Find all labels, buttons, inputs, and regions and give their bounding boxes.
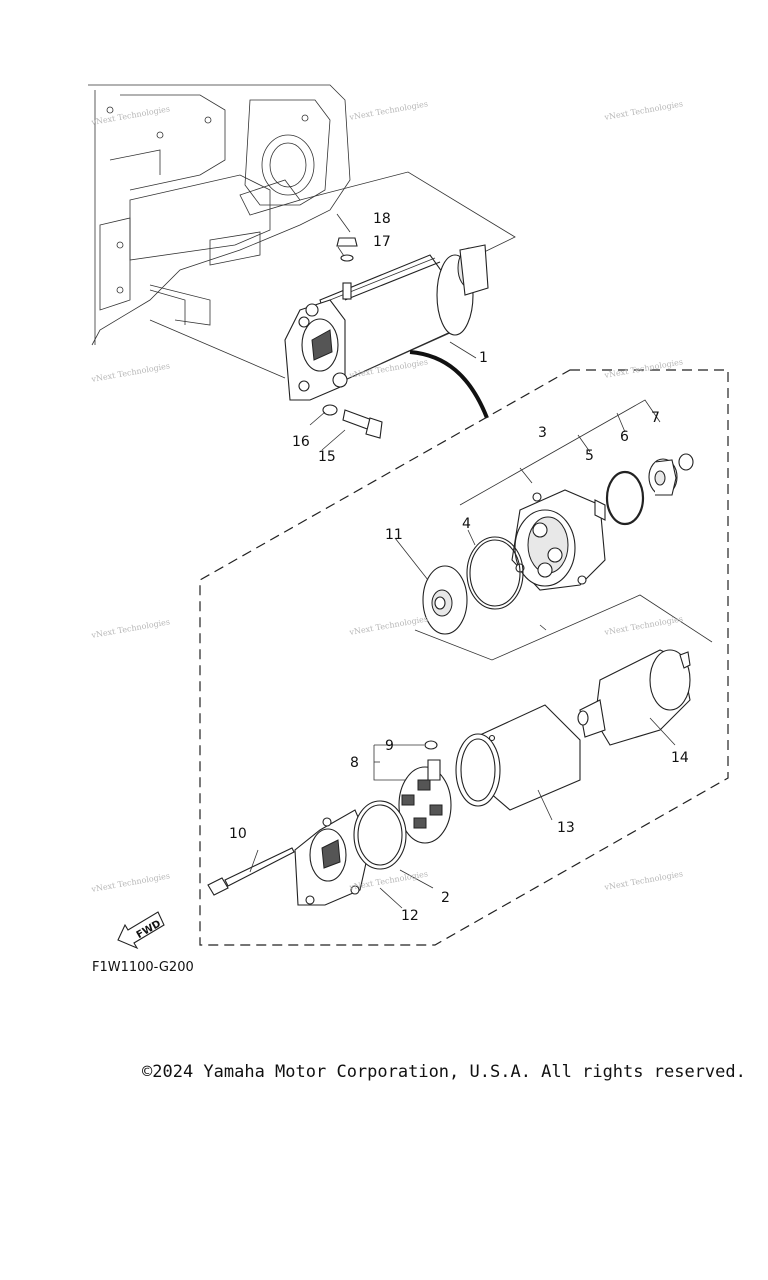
- engine-block-illustration: [88, 84, 351, 346]
- yoke: [455, 704, 581, 811]
- watermark-10: vNext Technologies: [90, 871, 171, 894]
- callout-18: 18: [373, 211, 391, 227]
- fwd-arrow: FWD: [117, 911, 165, 950]
- parts-diagram: FWD 1 2 3 4 5 6 7 8 9 10 11 12 13 14 15 …: [88, 84, 729, 950]
- copyright-notice: ©2024 Yamaha Motor Corporation, U.S.A. A…: [142, 1062, 746, 1082]
- watermark-4: vNext Technologies: [90, 361, 171, 384]
- callout-7: 7: [651, 410, 660, 426]
- callout-3: 3: [538, 425, 547, 441]
- figure-code: F1W1100-G200: [92, 960, 194, 975]
- circlip: [678, 453, 694, 471]
- through-bolt: [207, 847, 295, 896]
- starter-cable: [409, 350, 489, 419]
- callout-9: 9: [385, 738, 394, 754]
- watermark-9: vNext Technologies: [603, 614, 684, 637]
- callout-1: 1: [479, 350, 488, 366]
- watermark-7: vNext Technologies: [90, 617, 171, 640]
- callout-15: 15: [318, 449, 336, 465]
- pinion-gear: [648, 458, 678, 496]
- watermark-12: vNext Technologies: [603, 869, 684, 892]
- callout-14: 14: [671, 750, 689, 766]
- end-plate: [422, 565, 468, 635]
- callout-2: 2: [441, 890, 450, 906]
- exploded-view-frame: [199, 369, 729, 946]
- callout-4: 4: [462, 516, 471, 532]
- o-ring-large: [466, 536, 524, 610]
- watermark-6: vNext Technologies: [603, 357, 684, 380]
- callout-numbers: 1 2 3 4 5 6 7 8 9 10 11 12 13 14 15 16 1…: [229, 211, 689, 924]
- brush-holder: [398, 740, 452, 844]
- callout-13: 13: [557, 820, 575, 836]
- callout-5: 5: [585, 448, 594, 464]
- callout-8: 8: [350, 755, 359, 771]
- watermark-2: vNext Technologies: [348, 99, 429, 122]
- callout-6: 6: [620, 429, 629, 445]
- watermark-8: vNext Technologies: [348, 614, 429, 637]
- starter-motor-assembly: [284, 244, 489, 401]
- stud-nut-washer: [336, 237, 358, 300]
- callout-11: 11: [385, 527, 403, 543]
- callout-17: 17: [373, 234, 391, 250]
- watermark-1: vNext Technologies: [90, 104, 171, 127]
- bolt-and-washer: [322, 404, 383, 439]
- watermark-3: vNext Technologies: [603, 99, 684, 122]
- callout-10: 10: [229, 826, 247, 842]
- armature: [577, 649, 691, 746]
- callout-12: 12: [401, 908, 419, 924]
- gear-housing: [511, 489, 606, 591]
- o-ring-small: [605, 470, 645, 526]
- front-cover: [294, 800, 407, 906]
- leader-lines: [249, 213, 676, 909]
- callout-16: 16: [292, 434, 310, 450]
